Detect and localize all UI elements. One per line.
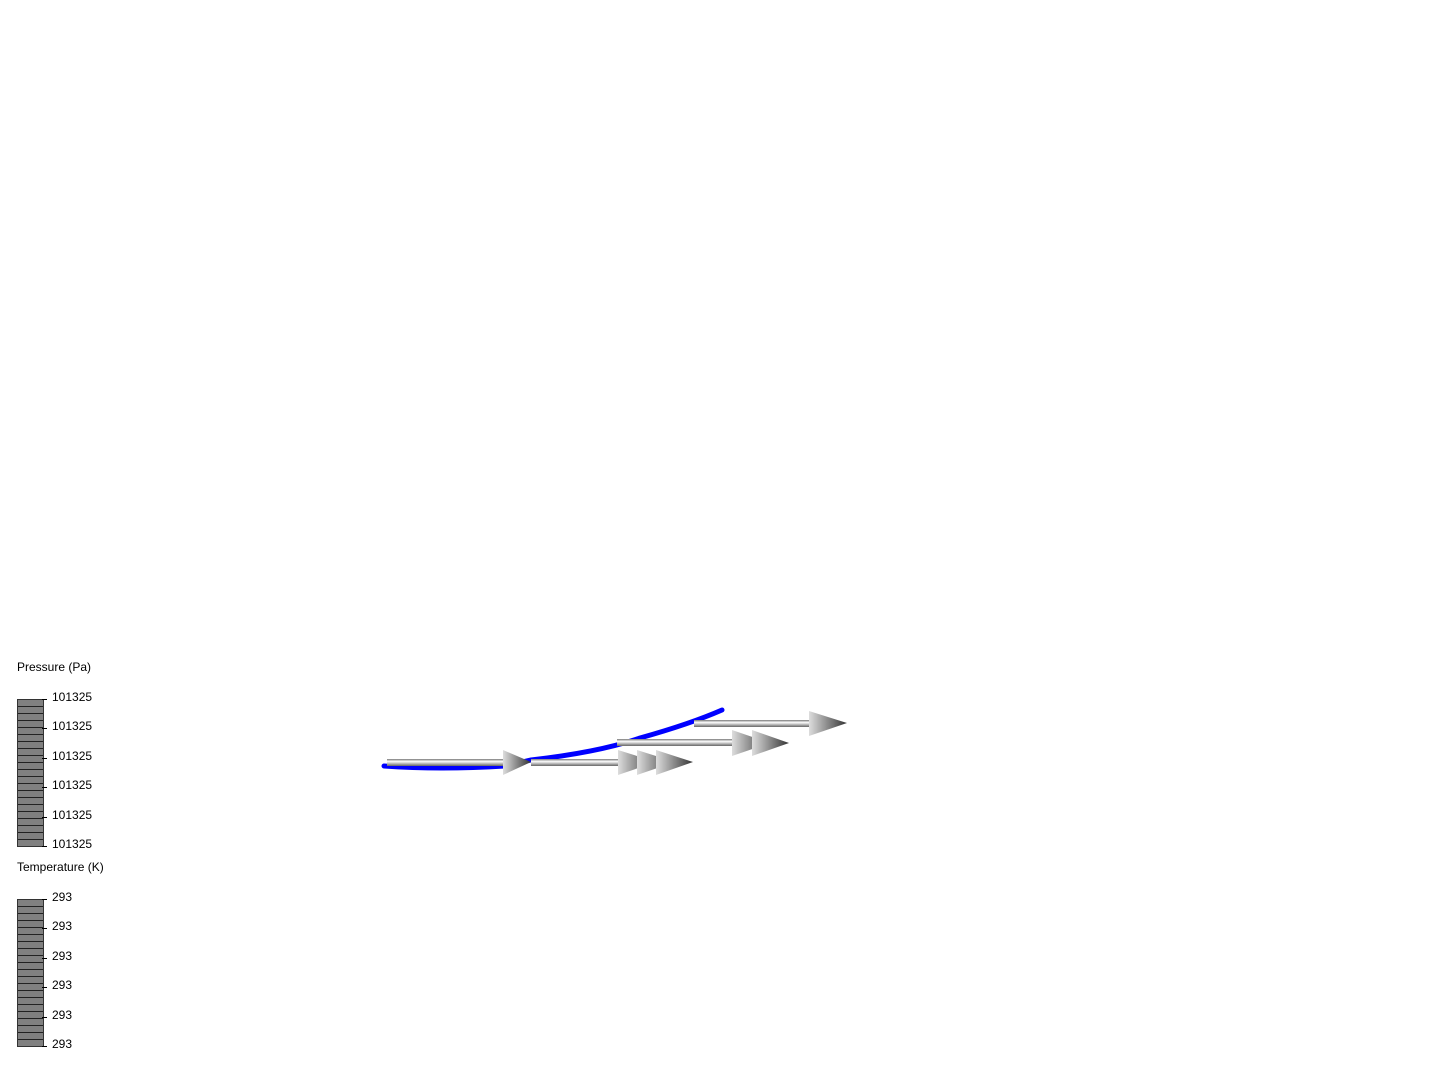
temperature-label: 293	[52, 949, 73, 963]
tick	[42, 987, 47, 988]
pressure-label: 101325	[52, 778, 93, 792]
temperature-label: 293	[52, 919, 73, 933]
tick	[42, 817, 47, 818]
temperature-label: 293	[52, 1008, 73, 1022]
pressure-label: 101325	[52, 690, 93, 704]
pressure-label: 101325	[52, 749, 93, 763]
tick	[42, 958, 47, 959]
tick	[42, 1046, 47, 1047]
temperature-color-bar	[17, 899, 44, 1047]
pressure-label: 101325	[52, 808, 93, 822]
tick	[42, 1017, 47, 1018]
pressure-color-bar	[17, 699, 44, 847]
temperature-label: 293	[52, 978, 73, 992]
vector-glyph	[387, 750, 531, 775]
temperature-legend-title: Temperature (K)	[17, 860, 104, 874]
temperature-label: 293	[52, 1037, 73, 1051]
pressure-legend-title: Pressure (Pa)	[17, 660, 92, 674]
tick	[42, 758, 47, 759]
pressure-label: 101325	[52, 719, 93, 733]
vector-glyph	[617, 730, 789, 756]
tick	[42, 699, 47, 700]
streamline	[381, 707, 725, 771]
tick	[42, 899, 47, 900]
temperature-label: 293	[52, 890, 73, 904]
tick	[42, 928, 47, 929]
vector-glyph	[531, 750, 693, 775]
tick	[42, 728, 47, 729]
pressure-label: 101325	[52, 837, 93, 851]
tick	[42, 846, 47, 847]
vector-glyph	[694, 711, 847, 736]
tick	[42, 787, 47, 788]
